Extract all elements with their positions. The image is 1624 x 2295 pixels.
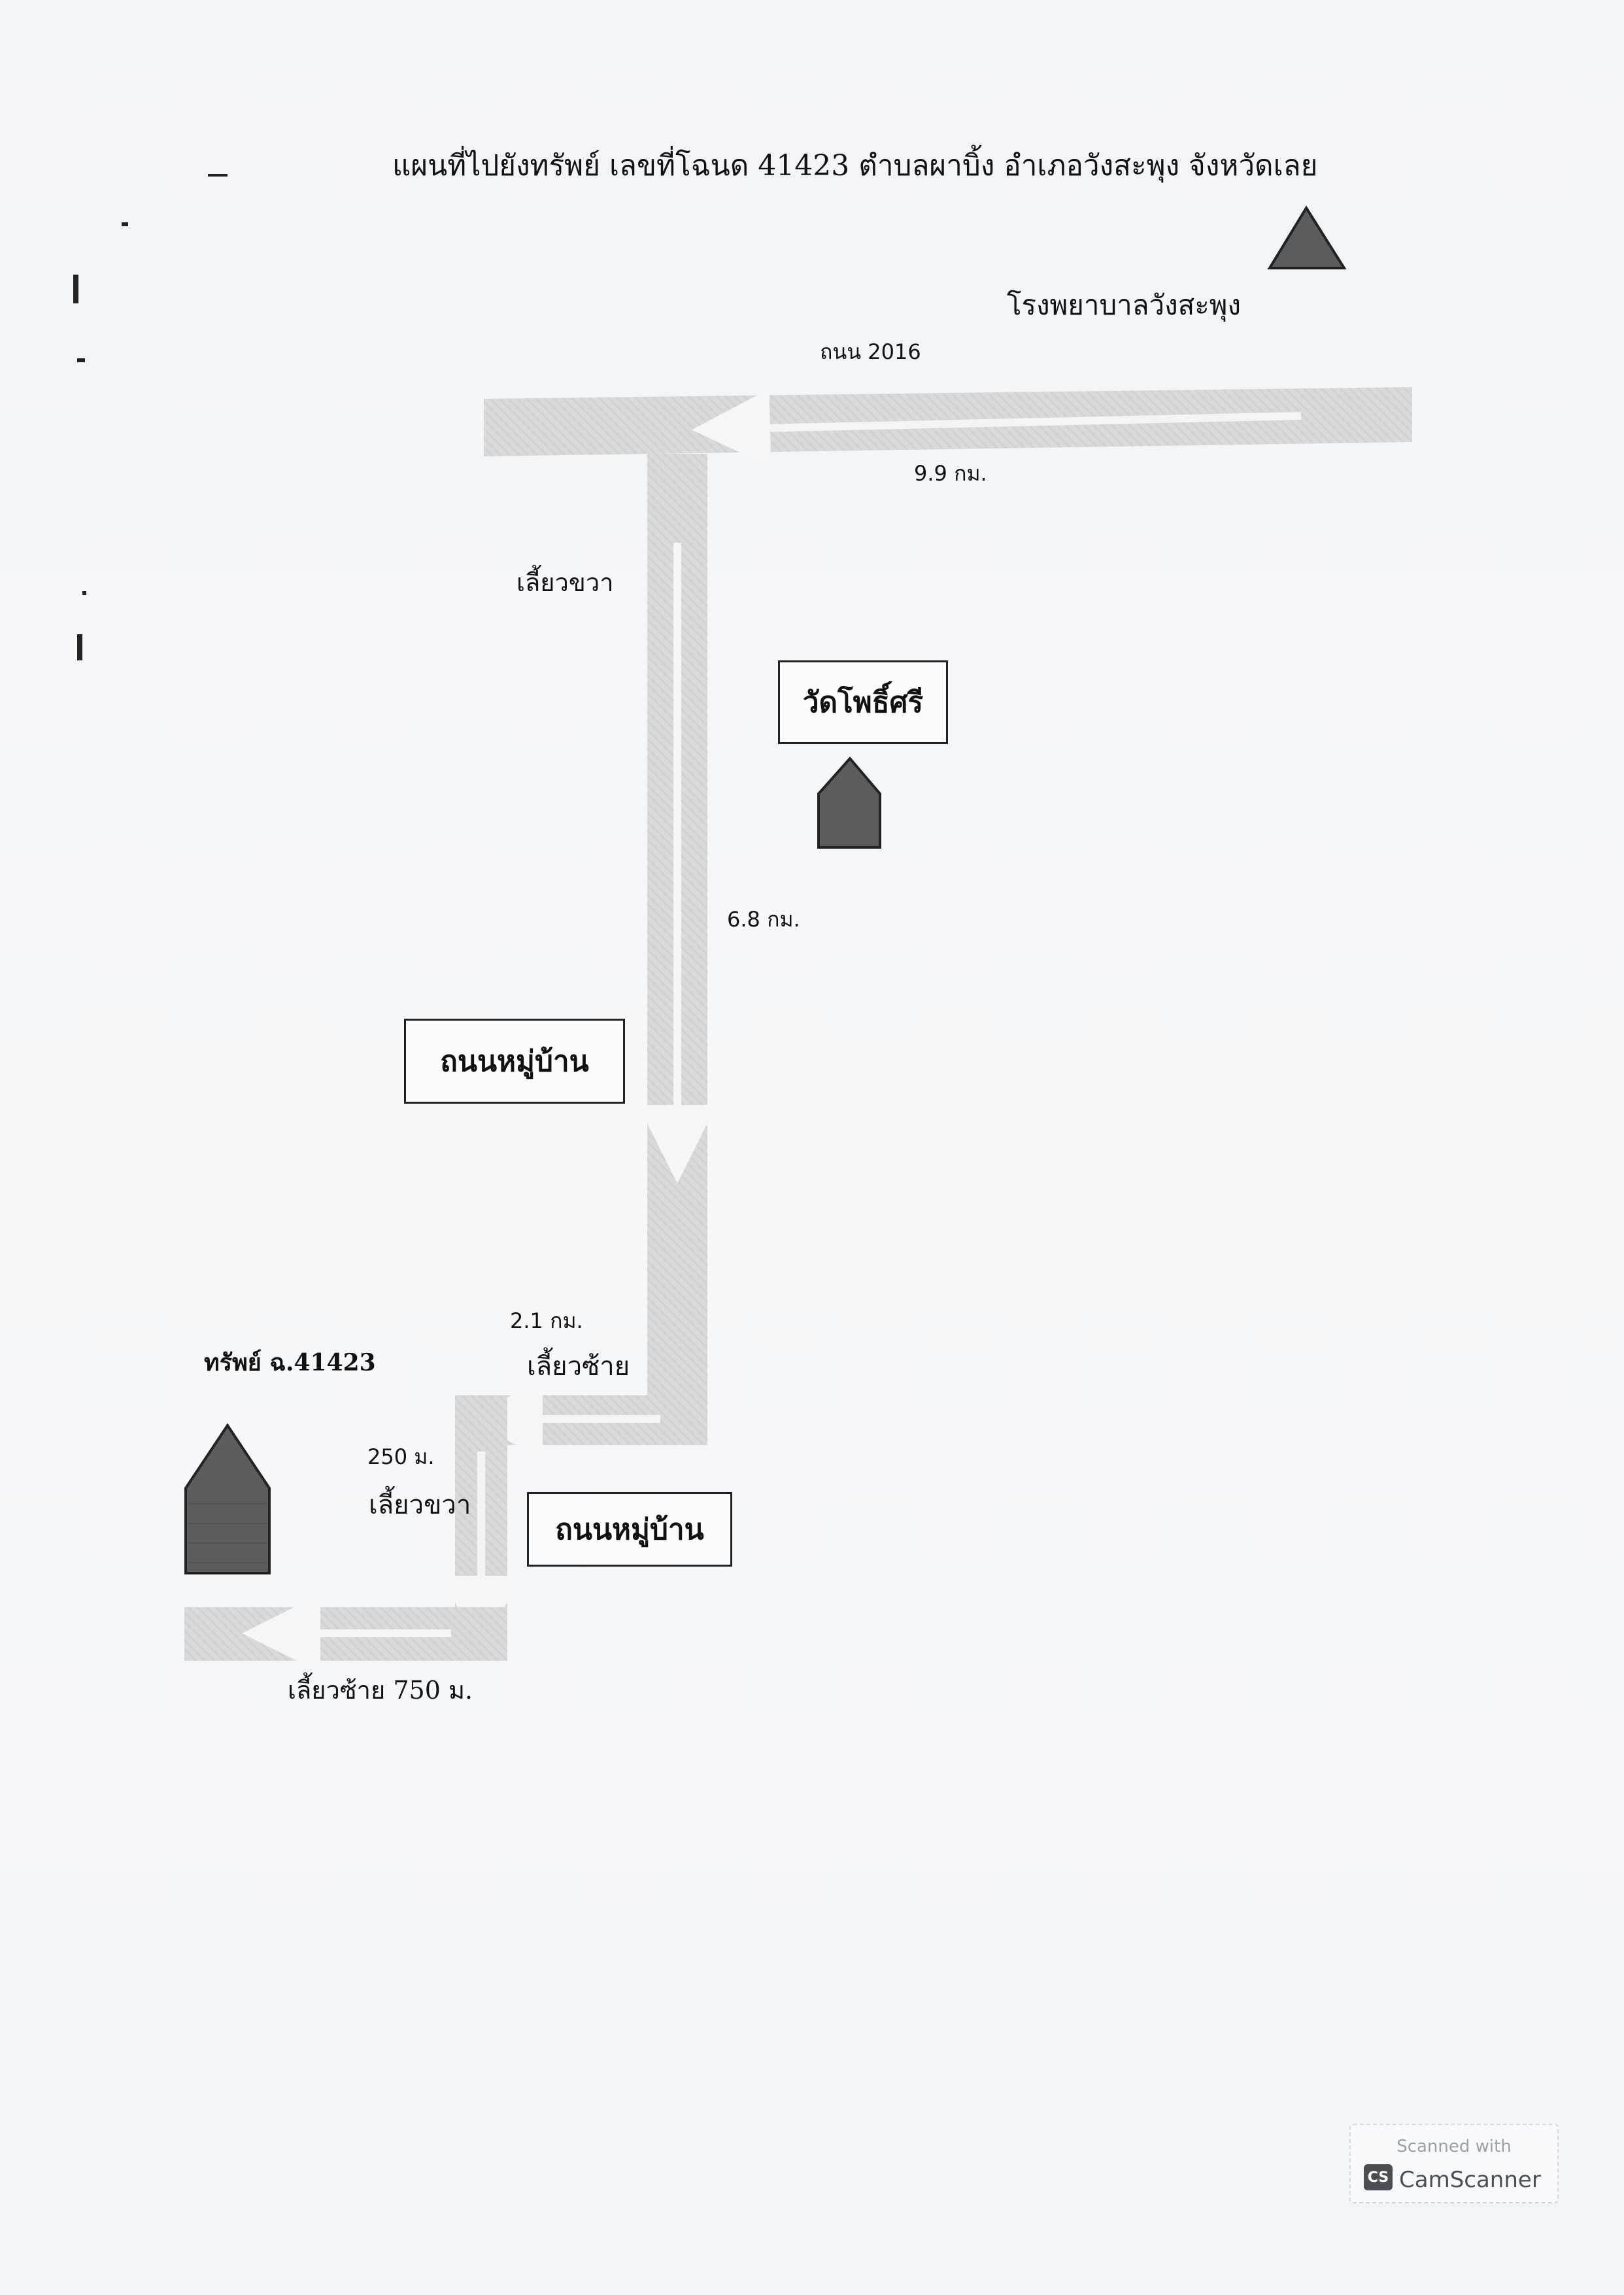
property-label: ทรัพย์ ฉ.41423	[204, 1349, 376, 1376]
scan-speck	[82, 591, 86, 595]
scan-speck	[73, 275, 78, 303]
scan-speck	[77, 634, 82, 660]
hospital-label: โรงพยาบาลวังสะพุง	[1007, 289, 1241, 321]
camscanner-logo-icon: CS	[1364, 2164, 1393, 2190]
scan-speck	[208, 174, 228, 177]
turn-right-label-1: เลี้ยวขวา	[516, 568, 614, 597]
village-road-label-box-2: ถนนหมู่บ้าน	[527, 1492, 732, 1567]
temple-house-icon	[817, 756, 881, 849]
property-house-icon	[184, 1423, 271, 1574]
hospital-triangle-icon	[1267, 205, 1347, 269]
turn-left-label-1: เลี้ยวซ้าย	[527, 1352, 630, 1382]
road-2016-arrow	[692, 388, 1302, 468]
turn-left-750-label: เลี้ยวซ้าย 750 ม.	[288, 1676, 473, 1705]
road-2016-label: ถนน 2016	[820, 339, 921, 364]
village-road-label-1: ถนนหมู่บ้าน	[440, 1045, 589, 1078]
turn-right-label-2: เลี้ยวขวา	[369, 1490, 471, 1520]
distance-9-9-km: 9.9 กม.	[914, 461, 987, 486]
temple-label: วัดโพธิ์ศรี	[802, 686, 924, 719]
distance-250-m: 250 ม.	[367, 1444, 435, 1469]
distance-2-1-km: 2.1 กม.	[510, 1308, 583, 1333]
village-road-label-2: ถนนหมู่บ้าน	[555, 1513, 704, 1546]
watermark-scanned-with: Scanned with	[1396, 2137, 1512, 2156]
village-road-label-box-1: ถนนหมู่บ้าน	[404, 1019, 625, 1104]
scan-speck	[122, 222, 128, 226]
camscanner-watermark: Scanned with CS CamScanner	[1349, 2124, 1559, 2203]
watermark-app-name: CamScanner	[1399, 2167, 1541, 2193]
temple-label-box: วัดโพธิ์ศรี	[778, 660, 948, 744]
scan-speck	[77, 358, 85, 362]
map-title: แผนที่ไปยังทรัพย์ เลขที่โฉนด 41423 ตำบลผ…	[392, 149, 1318, 182]
distance-6-8-km: 6.8 กม.	[727, 907, 800, 932]
